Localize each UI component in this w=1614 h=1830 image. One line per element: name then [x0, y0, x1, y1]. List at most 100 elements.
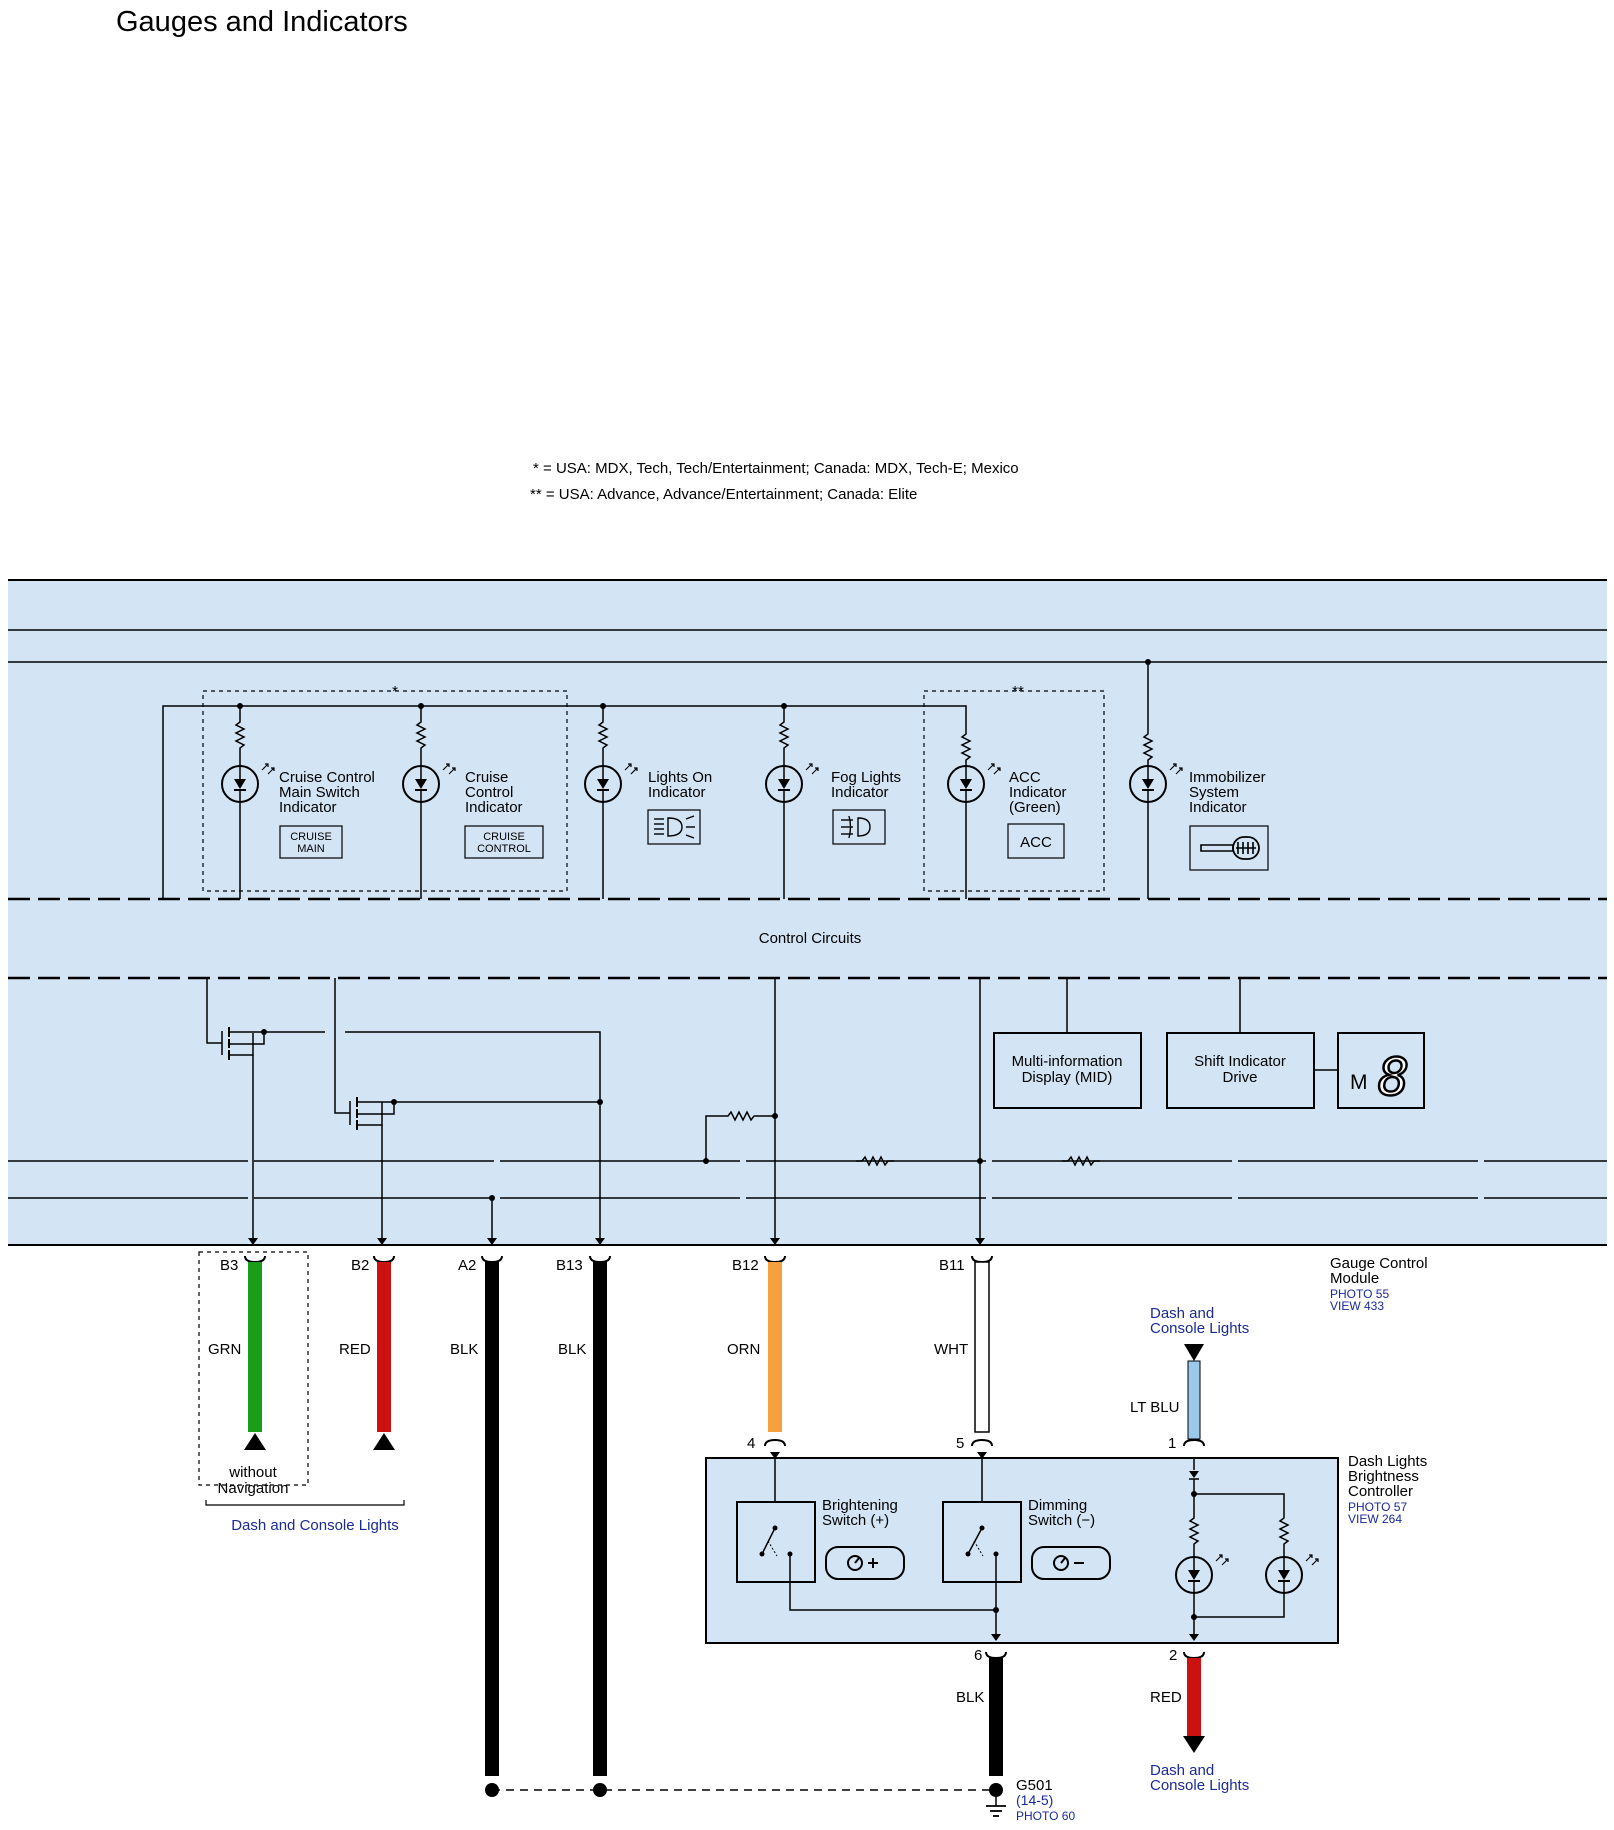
dimming-switch: Dimming Switch (−)	[942, 1452, 1095, 1605]
wire-b3-grn: B3 GRN	[208, 1255, 266, 1450]
immobilizer-indicator-label: Immobilizer System Indicator	[1189, 769, 1266, 816]
svg-text:ORN: ORN	[727, 1341, 760, 1358]
wire-pin2-red: 2 RED	[1150, 1647, 1205, 1753]
controller-illumination-leds	[1175, 1459, 1319, 1641]
footnote-symbol: *	[533, 460, 539, 477]
wire-pin1-ltblu: LT BLU 1	[1130, 1344, 1205, 1452]
footnote-eq: =	[545, 486, 555, 503]
svg-text:Indicator: Indicator	[1189, 799, 1247, 816]
footnote-star: * = USA: MDX, Tech, Tech/Entertainment; …	[533, 460, 1019, 477]
svg-text:Control: Control	[465, 784, 513, 801]
svg-text:Cruise: Cruise	[465, 769, 508, 786]
cruise-main-badge: CRUISE MAIN	[279, 825, 343, 859]
without-nav-label-2: Navigation	[218, 1480, 289, 1497]
svg-text:B2: B2	[351, 1257, 369, 1274]
page-title: Gauges and Indicators	[116, 6, 408, 38]
svg-text:PHOTO 57: PHOTO 57	[1348, 1500, 1407, 1514]
svg-text:Switch (+): Switch (+)	[822, 1512, 889, 1529]
svg-text:GRN: GRN	[208, 1341, 241, 1358]
dash-console-lights-label-left: Dash and Console Lights	[231, 1517, 399, 1534]
wire-b13-blk: B13 BLK	[556, 1255, 611, 1776]
svg-text:Indicator: Indicator	[465, 799, 523, 816]
svg-text:CONTROL: CONTROL	[477, 843, 531, 855]
acc-badge: ACC	[1007, 823, 1065, 859]
svg-text:Drive: Drive	[1222, 1069, 1257, 1086]
svg-text:Lights On: Lights On	[648, 769, 712, 786]
svg-text:Brightness: Brightness	[1348, 1468, 1419, 1485]
dash-console-bracket	[205, 1500, 405, 1506]
svg-text:Indicator: Indicator	[1009, 784, 1067, 801]
fog-lights-indicator-label: Fog Lights Indicator	[831, 769, 901, 801]
svg-text:Controller: Controller	[1348, 1483, 1413, 1500]
svg-text:Dimming: Dimming	[1028, 1497, 1087, 1514]
svg-text:Switch (−): Switch (−)	[1028, 1512, 1095, 1529]
svg-text:MAIN: MAIN	[297, 843, 325, 855]
svg-text:B13: B13	[556, 1257, 583, 1274]
dash-console-lights-label-bottom: Dash and	[1150, 1762, 1214, 1779]
svg-text:2: 2	[1169, 1647, 1177, 1664]
cruise-control-badge: CRUISE CONTROL	[464, 825, 544, 859]
fog-lights-indicator-branch	[765, 706, 819, 899]
without-nav-label: without	[228, 1464, 277, 1481]
headlight-icon	[647, 809, 701, 845]
svg-text:System: System	[1189, 784, 1239, 801]
svg-text:PHOTO 55: PHOTO 55	[1330, 1287, 1389, 1301]
acc-group-box	[923, 690, 1105, 892]
wire-b12-orn: B12 ORN 4	[727, 1255, 786, 1452]
shift-indicator-drive-box: Shift Indicator Drive	[1166, 1032, 1315, 1109]
acc-indicator-label: ACC Indicator (Green)	[1009, 769, 1067, 816]
wire-b11-wht: B11 WHT 5	[934, 1255, 993, 1452]
svg-text:Shift Indicator: Shift Indicator	[1194, 1053, 1286, 1070]
svg-text:Fog Lights: Fog Lights	[831, 769, 901, 786]
brightness-controller-label: Dash Lights Brightness Controller PHOTO …	[1348, 1453, 1427, 1526]
key-icon	[1189, 825, 1269, 871]
svg-text:G501: G501	[1016, 1777, 1053, 1794]
mid-box: Multi-information Display (MID)	[993, 1032, 1142, 1109]
svg-text:B11: B11	[939, 1257, 965, 1274]
gauge-control-module-label: Gauge Control Module PHOTO 55 VIEW 433	[1330, 1255, 1428, 1313]
svg-text:CRUISE: CRUISE	[483, 831, 525, 843]
svg-text:Cruise Control: Cruise Control	[279, 769, 375, 786]
svg-text:Immobilizer: Immobilizer	[1189, 769, 1266, 786]
transistor-b2	[334, 978, 600, 1238]
svg-text:RED: RED	[339, 1341, 371, 1358]
footnote-symbol: **	[530, 486, 542, 503]
svg-text:5: 5	[956, 1435, 964, 1452]
svg-text:Indicator: Indicator	[279, 799, 337, 816]
svg-text:Multi-information: Multi-information	[1012, 1053, 1123, 1070]
cruise-control-indicator-branch	[402, 706, 456, 899]
brightening-switch: Brightening Switch (+)	[736, 1452, 994, 1611]
acc-indicator-branch	[947, 727, 1001, 899]
transistor-b3	[206, 978, 325, 1238]
svg-text:Dash Lights: Dash Lights	[1348, 1453, 1427, 1470]
immobilizer-indicator-branch	[1129, 727, 1183, 899]
without-nav-box	[198, 1251, 309, 1486]
svg-text:WHT: WHT	[934, 1341, 968, 1358]
svg-text:ACC: ACC	[1020, 834, 1052, 851]
svg-text:(14-5): (14-5)	[1016, 1792, 1053, 1808]
svg-text:A2: A2	[458, 1257, 476, 1274]
brightness-plus-icon	[825, 1546, 905, 1580]
acc-group-mark: **	[1012, 683, 1024, 700]
svg-text:RED: RED	[1150, 1689, 1182, 1706]
svg-text:Module: Module	[1330, 1270, 1379, 1287]
control-circuits-label: Control Circuits	[759, 930, 862, 947]
cruise-group-mark: *	[392, 683, 398, 700]
dash-console-lights-label-top: Dash and	[1150, 1305, 1214, 1322]
cruise-control-indicator-label: Cruise Control Indicator	[465, 769, 523, 816]
dash-console-lights-label-bottom-2: Console Lights	[1150, 1777, 1249, 1794]
wire-b2-red: B2 RED	[339, 1255, 395, 1450]
svg-text:Indicator: Indicator	[831, 784, 889, 801]
svg-text:Main Switch: Main Switch	[279, 784, 360, 801]
svg-text:VIEW 433: VIEW 433	[1330, 1299, 1384, 1313]
gauge-control-module-box	[8, 580, 1607, 1245]
svg-text:PHOTO 60: PHOTO 60	[1016, 1809, 1075, 1823]
brightness-minus-icon	[1031, 1546, 1111, 1580]
svg-text:M: M	[1350, 1071, 1368, 1094]
svg-text:Gauge Control: Gauge Control	[1330, 1255, 1428, 1272]
svg-text:Brightening: Brightening	[822, 1497, 898, 1514]
wire-a2-blk: A2 BLK	[450, 1255, 503, 1776]
svg-text:B3: B3	[220, 1257, 238, 1274]
lights-on-indicator-branch	[584, 706, 638, 899]
